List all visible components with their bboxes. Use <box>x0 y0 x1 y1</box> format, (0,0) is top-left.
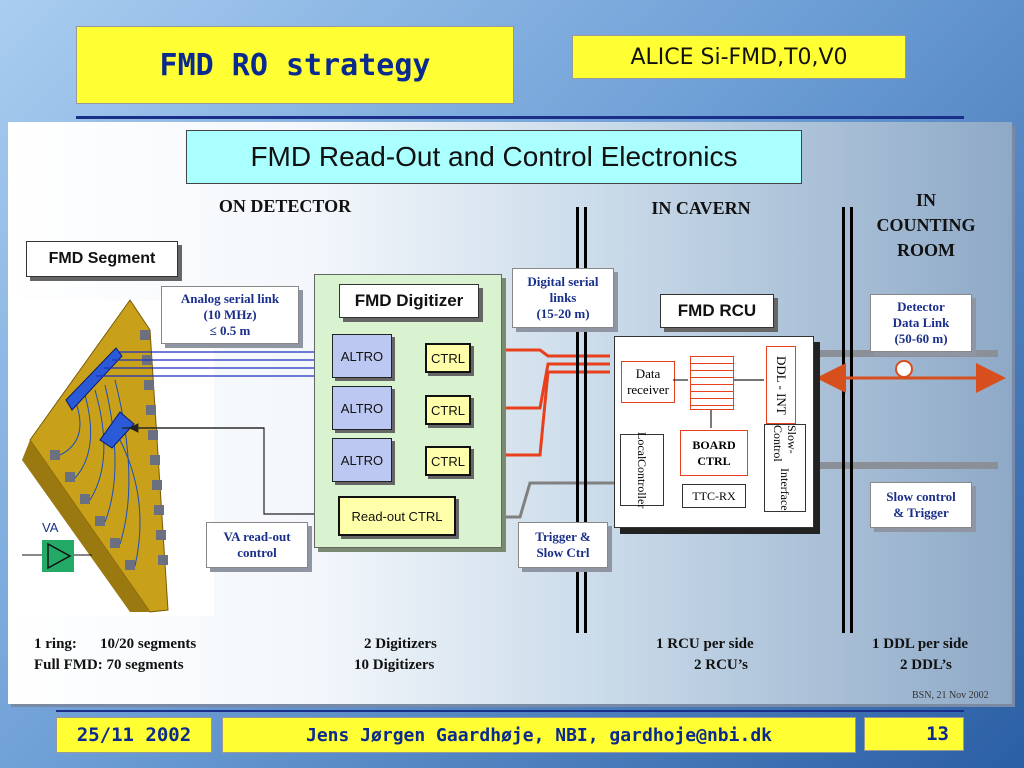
digital-links-line1: Digital serial <box>527 274 599 289</box>
board-ctrl-box: BOARD CTRL <box>680 430 748 476</box>
footer-page-number: 13 <box>864 717 964 751</box>
board-ctrl-line1: BOARD <box>692 438 736 452</box>
trigger-slow-line1: Trigger & <box>535 529 591 544</box>
slow-control-trigger-label: Slow control & Trigger <box>870 482 972 528</box>
data-receiver-box: Data receiver <box>621 361 675 403</box>
analog-link-line1: Analog serial link <box>180 291 280 306</box>
stat-ring-segments: 10/20 segments <box>100 636 197 652</box>
ddl-line2: Data Link <box>892 315 950 330</box>
stat-ring-label: 1 ring: <box>34 636 77 652</box>
slow-control-interface-line1: Slow-Control <box>771 425 799 462</box>
footer-author: Jens Jørgen Gaardhøje, NBI, gardhoje@nbi… <box>222 717 856 753</box>
altro-chip-1: ALTRO <box>332 334 392 378</box>
trigger-slow-line2: Slow Ctrl <box>536 545 590 560</box>
stat-full-fmd: Full FMD: 70 segments <box>34 657 184 673</box>
va-label: VA <box>42 520 59 535</box>
analog-link-line2: (10 MHz) <box>203 307 257 322</box>
digital-links-line2: links <box>549 290 577 305</box>
board-ctrl-line2: CTRL <box>697 454 731 468</box>
data-receiver-line2: receiver <box>627 382 669 397</box>
section-in-cavern: IN CAVERN <box>651 198 751 218</box>
sct-line1: Slow control <box>886 489 956 504</box>
slow-control-interface-box: Slow-Control Interface <box>764 424 806 512</box>
stat-rcu-2: 2 RCU’s <box>694 657 749 673</box>
fmd-digitizer-title: FMD Digitizer <box>339 284 479 318</box>
footer-date: 25/11 2002 <box>56 717 212 753</box>
counting-room-line1: IN <box>915 190 936 210</box>
va-readout-label: VA read-out control <box>206 522 308 568</box>
digital-links-label: Digital serial links (15-20 m) <box>512 268 614 328</box>
ttc-rx-box: TTC-RX <box>682 484 746 508</box>
fmd-rcu-title: FMD RCU <box>660 294 774 328</box>
readout-ctrl-block: Read-out CTRL <box>338 496 456 536</box>
rcu-internal-arrows <box>673 379 764 428</box>
ddl-line1: Detector <box>897 299 945 314</box>
stat-rcu-1: 1 RCU per side <box>656 636 754 652</box>
ctrl-chip-2: CTRL <box>425 395 471 425</box>
credit-text: BSN, 21 Nov 2002 <box>912 690 989 701</box>
ddl-int-box: DDL - INT <box>766 346 796 424</box>
detector-data-link-label: Detector Data Link (50-60 m) <box>870 294 972 352</box>
slow-control-interface-line2: Interface <box>778 468 792 511</box>
sct-line2: & Trigger <box>893 505 949 520</box>
diagram-title: FMD Read-Out and Control Electronics <box>186 130 802 184</box>
ctrl-chip-1: CTRL <box>425 343 471 373</box>
section-counting-room: IN COUNTING ROOM <box>860 188 992 263</box>
stat-ddl-1: 1 DDL per side <box>872 636 968 652</box>
counting-room-line2: COUNTING <box>876 215 976 235</box>
altro-chip-3: ALTRO <box>332 438 392 482</box>
footer-rule <box>56 710 964 712</box>
stat-digitizers-2: 10 Digitizers <box>354 657 435 673</box>
analog-link-label: Analog serial link (10 MHz) ≤ 0.5 m <box>161 286 299 344</box>
stat-digitizers-1: 2 Digitizers <box>364 636 437 652</box>
va-readout-line2: control <box>237 545 277 560</box>
va-readout-line1: VA read-out <box>223 529 291 544</box>
altro-chip-2: ALTRO <box>332 386 392 430</box>
slide-title: FMD RO strategy <box>76 26 514 104</box>
local-controller-box: Local Controller <box>620 431 664 509</box>
data-receiver-line1: Data <box>635 366 661 381</box>
stat-ddl-2: 2 DDL’s <box>900 657 952 673</box>
ddl-line3: (50-60 m) <box>894 331 948 346</box>
local-controller-line1: Local <box>635 431 649 459</box>
local-controller-line2: Controller <box>635 459 649 509</box>
header-rule <box>76 116 964 119</box>
counting-room-line3: ROOM <box>897 240 955 260</box>
section-on-detector: ON DETECTOR <box>218 196 352 216</box>
ctrl-chip-3: CTRL <box>425 446 471 476</box>
analog-link-line3: ≤ 0.5 m <box>209 323 251 338</box>
fifo-icon <box>690 356 734 410</box>
slide-subtitle: ALICE Si-FMD,T0,V0 <box>572 35 906 79</box>
trigger-slow-ctrl-label: Trigger & Slow Ctrl <box>518 522 608 568</box>
fmd-segment-box: FMD Segment <box>26 241 178 277</box>
digital-links-line3: (15-20 m) <box>536 306 590 321</box>
